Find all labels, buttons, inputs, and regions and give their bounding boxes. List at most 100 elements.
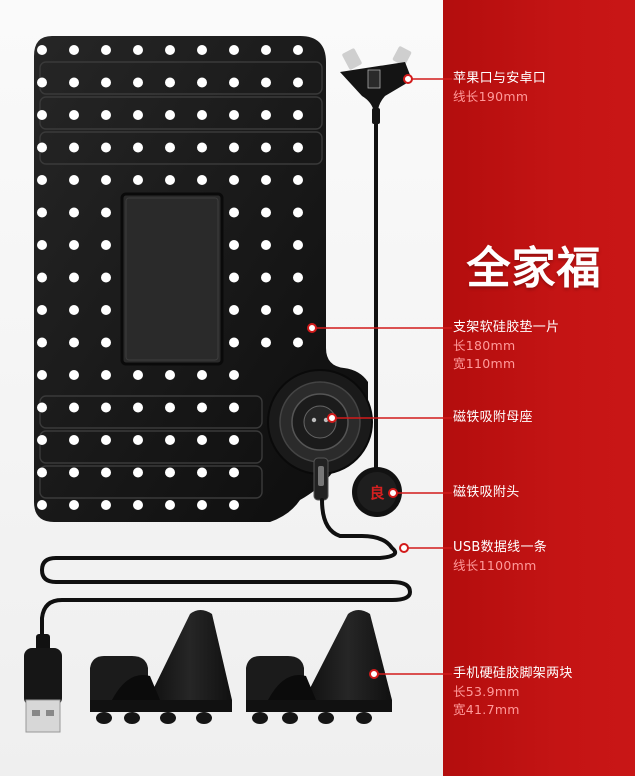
pad-hole bbox=[293, 142, 303, 153]
callout-silicone-pad: 支架软硅胶垫一片 长180mm 宽110mm bbox=[453, 319, 559, 373]
pad-hole bbox=[229, 240, 239, 250]
usb-cable bbox=[40, 498, 412, 648]
pad-hole bbox=[229, 175, 239, 185]
pad-hole bbox=[165, 77, 175, 88]
pad-hole bbox=[101, 45, 111, 55]
pad-hole bbox=[261, 337, 271, 348]
phone-stand-right bbox=[246, 610, 392, 724]
pad-hole bbox=[229, 435, 239, 445]
pad-hole bbox=[69, 305, 79, 315]
pad-hole bbox=[197, 142, 207, 153]
pad-hole bbox=[229, 467, 239, 478]
pad-hole bbox=[293, 110, 303, 120]
pad-hole bbox=[101, 110, 111, 120]
pad-hole bbox=[101, 370, 111, 380]
callout-magnetic-head: 磁铁吸附头 bbox=[453, 484, 520, 502]
pad-hole bbox=[101, 142, 111, 153]
pad-hole bbox=[261, 175, 271, 185]
pad-hole bbox=[229, 272, 239, 283]
svg-text:良: 良 bbox=[369, 484, 384, 502]
pad-hole bbox=[37, 175, 47, 185]
pad-hole bbox=[197, 175, 207, 185]
pad-hole bbox=[293, 207, 303, 218]
magnetic-head: 良 bbox=[352, 467, 402, 517]
pad-hole bbox=[197, 402, 207, 413]
magnetic-base bbox=[267, 369, 373, 501]
pad-center-pocket bbox=[120, 192, 224, 366]
pad-hole bbox=[37, 110, 47, 120]
pad-hole bbox=[165, 142, 175, 153]
pad-hole bbox=[229, 77, 239, 88]
pad-hole bbox=[37, 467, 47, 478]
pad-hole bbox=[293, 305, 303, 315]
callout-leaders bbox=[312, 78, 452, 675]
pad-hole bbox=[293, 45, 303, 55]
callout-title: 支架软硅胶垫一片 bbox=[453, 320, 560, 335]
pad-hole bbox=[37, 305, 47, 315]
pad-hole bbox=[101, 305, 111, 315]
callout-magnetic-base: 磁铁吸附母座 bbox=[453, 409, 533, 427]
pad-hole bbox=[229, 402, 239, 413]
pad-hole bbox=[69, 272, 79, 283]
pad-hole bbox=[69, 240, 79, 250]
pad-hole bbox=[133, 77, 143, 88]
usb-connector bbox=[24, 634, 62, 733]
callout-spec: 长180mm bbox=[453, 338, 516, 353]
pad-hole bbox=[101, 77, 111, 88]
pad-hole bbox=[197, 45, 207, 55]
pad-hole bbox=[133, 142, 143, 153]
pad-hole bbox=[69, 435, 79, 445]
pad-hole bbox=[133, 467, 143, 478]
pad-hole bbox=[37, 142, 47, 153]
pad-hole bbox=[69, 207, 79, 218]
pad-hole bbox=[37, 207, 47, 218]
pad-hole bbox=[69, 142, 79, 153]
pad-hole bbox=[101, 402, 111, 413]
pad-hole bbox=[101, 337, 111, 348]
callout-title: 磁铁吸附头 bbox=[453, 485, 520, 500]
pad-hole bbox=[133, 500, 143, 510]
pad-hole bbox=[69, 337, 79, 348]
pad-hole bbox=[69, 370, 79, 380]
callout-title: 苹果口与安卓口 bbox=[453, 71, 547, 86]
pad-hole bbox=[101, 175, 111, 185]
pad-hole bbox=[101, 272, 111, 283]
pad-hole bbox=[165, 110, 175, 120]
pad-hole bbox=[165, 370, 175, 380]
pad-hole bbox=[37, 272, 47, 283]
pad-hole bbox=[197, 467, 207, 478]
pad-hole bbox=[69, 467, 79, 478]
pad-hole bbox=[37, 500, 47, 510]
pad-hole bbox=[69, 402, 79, 413]
pad-hole bbox=[293, 337, 303, 348]
product-set-title: 全家福 bbox=[466, 243, 602, 294]
pad-hole bbox=[133, 175, 143, 185]
pad-hole bbox=[261, 305, 271, 315]
callout-title: USB数据线一条 bbox=[453, 540, 548, 555]
pad-hole bbox=[229, 370, 239, 380]
pad-hole bbox=[165, 45, 175, 55]
pad-hole bbox=[133, 110, 143, 120]
pad-hole bbox=[69, 500, 79, 510]
pad-hole bbox=[197, 370, 207, 380]
pad-hole bbox=[261, 110, 271, 120]
pad-hole bbox=[69, 77, 79, 88]
pad-hole bbox=[293, 272, 303, 283]
pad-hole bbox=[261, 77, 271, 88]
pad-hole bbox=[229, 110, 239, 120]
callout-title: 手机硬硅胶脚架两块 bbox=[453, 666, 573, 681]
pad-hole bbox=[229, 500, 239, 510]
pad-hole bbox=[293, 77, 303, 88]
pad-hole bbox=[229, 45, 239, 55]
pad-hole bbox=[101, 467, 111, 478]
pad-hole bbox=[101, 500, 111, 510]
pad-hole bbox=[293, 175, 303, 185]
pad-hole bbox=[133, 435, 143, 445]
pad-hole bbox=[229, 142, 239, 153]
pad-hole bbox=[197, 500, 207, 510]
callout-usb-cable: USB数据线一条 线长1100mm bbox=[453, 539, 547, 575]
phone-stand-left bbox=[90, 610, 232, 724]
pad-hole bbox=[37, 77, 47, 88]
